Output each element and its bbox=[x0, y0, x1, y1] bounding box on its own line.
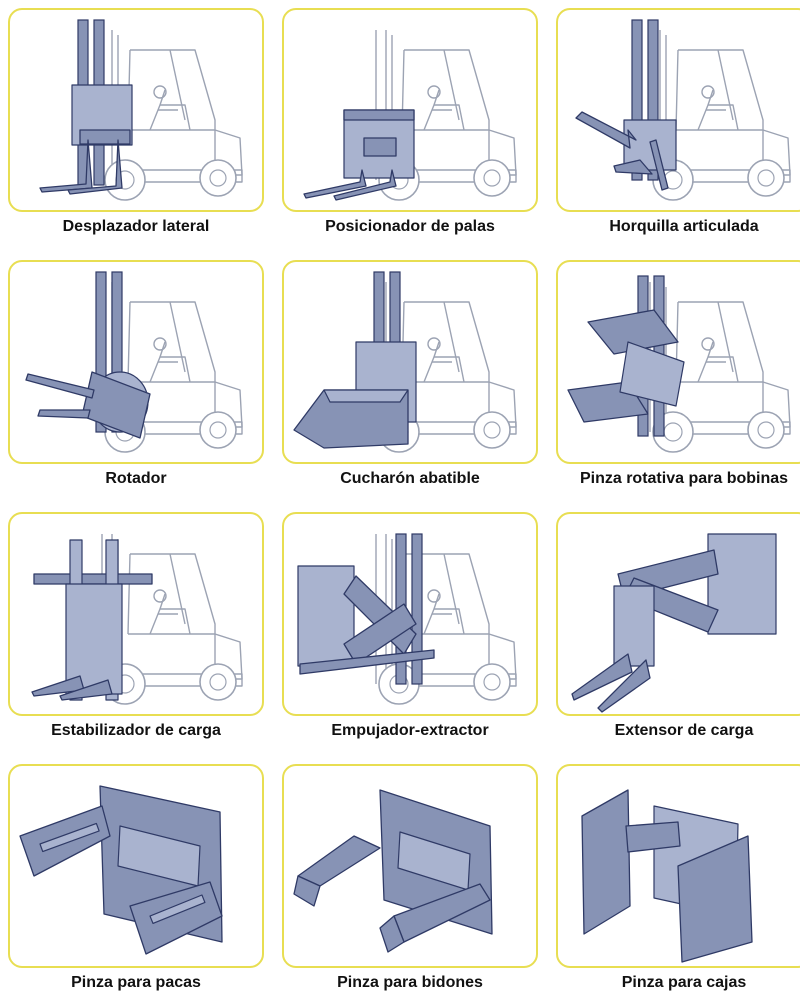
bale-clamp-icon bbox=[8, 764, 264, 968]
attachment-label: Pinza para bidones bbox=[337, 974, 483, 991]
rotating-roll-clamp-icon bbox=[556, 260, 800, 464]
attachment-label: Posicionador de palas bbox=[325, 218, 495, 235]
attachment-label: Desplazador lateral bbox=[62, 218, 210, 235]
attachment-label: Pinza para cajas bbox=[621, 974, 747, 991]
fork-positioner-icon bbox=[282, 8, 538, 212]
attachment-label: Estabilizador de carga bbox=[51, 722, 221, 739]
rotator-icon bbox=[8, 260, 264, 464]
attachment-label: Rotador bbox=[105, 470, 167, 487]
attachment-label: Pinza rotativa para bobinas bbox=[579, 470, 789, 487]
side-shifter-icon bbox=[8, 8, 264, 212]
carton-clamp-icon bbox=[556, 764, 800, 968]
push-pull-icon bbox=[282, 512, 538, 716]
attachment-label: Extensor de carga bbox=[614, 722, 754, 739]
attachment-label: Pinza para pacas bbox=[71, 974, 201, 991]
tipping-bucket-icon bbox=[282, 260, 538, 464]
attachment-label: Horquilla articulada bbox=[609, 218, 759, 235]
load-stabilizer-icon bbox=[8, 512, 264, 716]
load-extender-icon bbox=[556, 512, 800, 716]
drum-clamp-icon bbox=[282, 764, 538, 968]
attachment-label: Empujador-extractor bbox=[331, 722, 489, 739]
articulated-fork-icon bbox=[556, 8, 800, 212]
attachment-label: Cucharón abatible bbox=[340, 470, 480, 487]
